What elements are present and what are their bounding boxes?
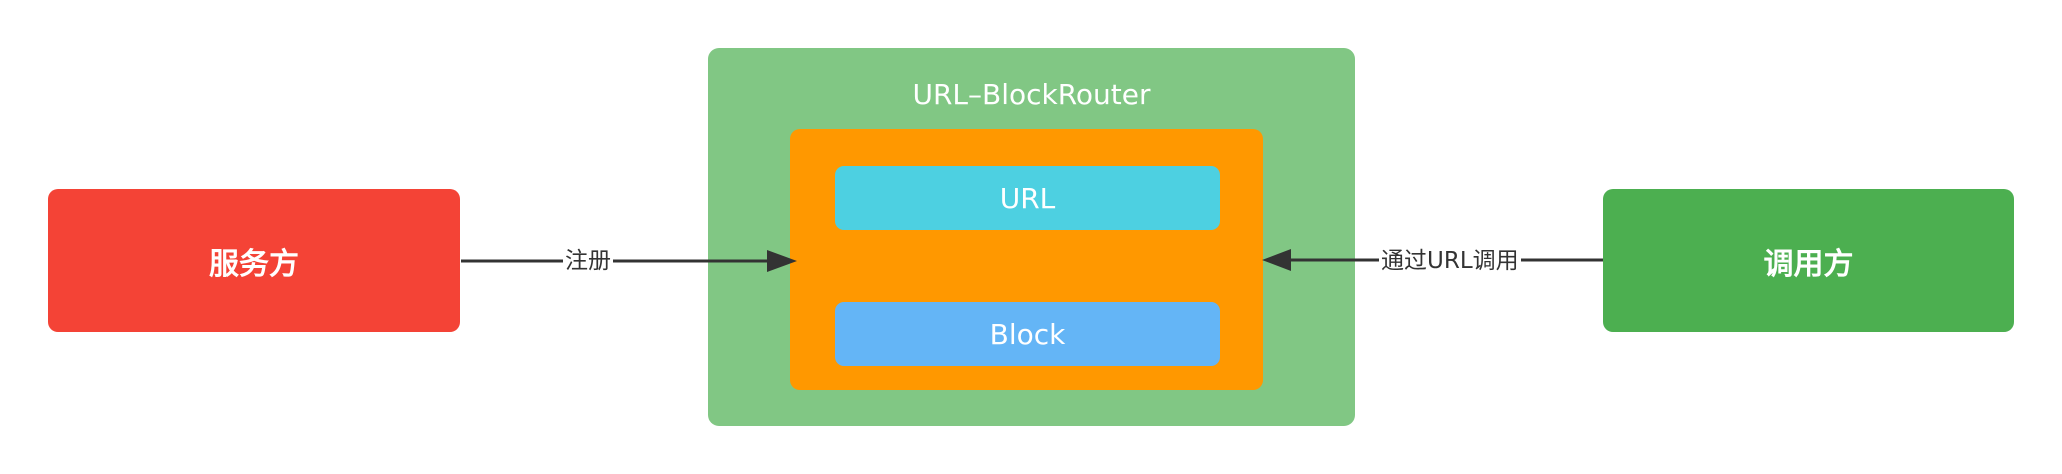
- block-node[interactable]: Block: [835, 302, 1220, 366]
- block-label: Block: [989, 317, 1066, 351]
- provider-node[interactable]: 服务方: [48, 189, 460, 332]
- call-edge-label: 通过URL调用: [1379, 246, 1521, 276]
- consumer-label: 调用方: [1763, 246, 1854, 282]
- register-arrowhead-icon: [767, 250, 797, 272]
- consumer-node[interactable]: 调用方: [1603, 189, 2014, 332]
- url-node[interactable]: URL: [835, 166, 1220, 230]
- url-label: URL: [999, 181, 1056, 215]
- provider-label: 服务方: [209, 246, 299, 282]
- router-title: URL–BlockRouter: [912, 78, 1151, 111]
- call-arrowhead-icon: [1262, 249, 1291, 271]
- register-edge-label: 注册: [563, 246, 613, 276]
